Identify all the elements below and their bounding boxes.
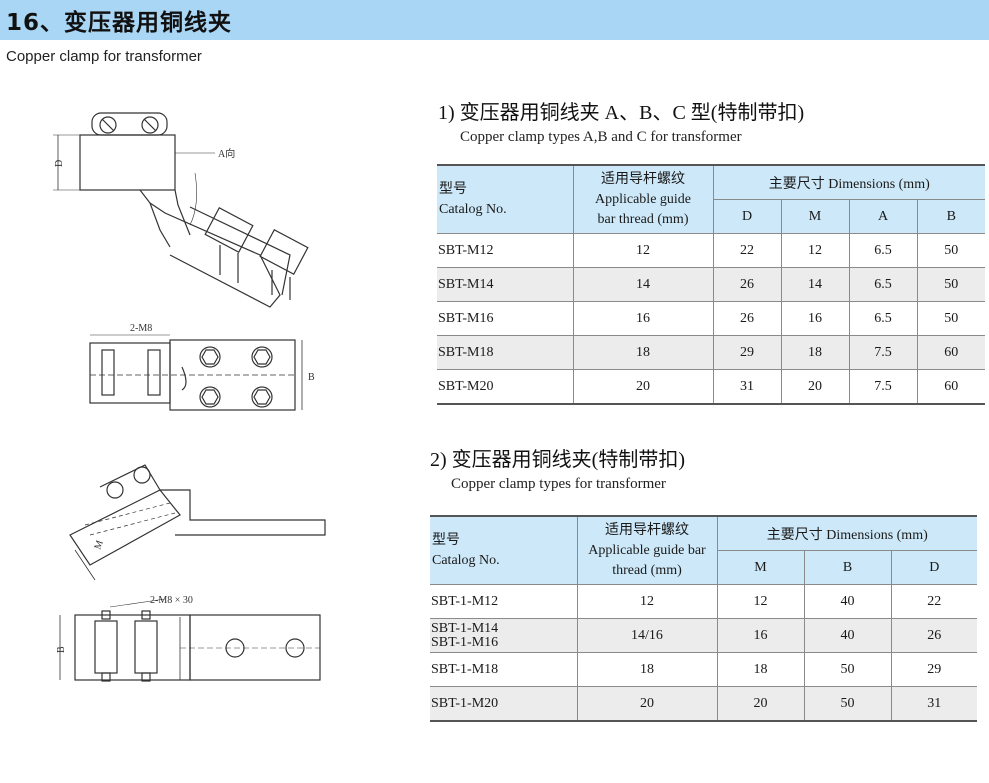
header-dimensions: 主要尺寸 Dimensions (mm) — [713, 164, 985, 200]
dim-label-2m8x30: 2-M8 × 30 — [150, 595, 193, 606]
section2-title: 2) 变压器用铜线夹(特制带扣) — [430, 449, 685, 471]
dim-label-a-dir: A向 — [218, 147, 235, 160]
header-col-m: M — [781, 199, 850, 234]
header-col-b: B — [917, 199, 985, 234]
header-catalog: 型号 Catalog No. — [437, 164, 574, 234]
header-thread: 适用导杆螺纹 Applicable guide bar thread (mm) — [573, 164, 714, 234]
section1-table: 型号 Catalog No. 适用导杆螺纹 Applicable guide b… — [437, 164, 985, 405]
header-col-b: B — [804, 550, 892, 585]
dim-label-b-bottom: B — [56, 646, 67, 653]
page-title: 16、变压器用铜线夹 — [6, 10, 233, 36]
section1-title: 1) 变压器用铜线夹 A、B、C 型(特制带扣) — [438, 102, 805, 124]
section2-table: 型号 Catalog No. 适用导杆螺纹 Applicable guide b… — [430, 515, 977, 722]
header-bar: 16、变压器用铜线夹 — [0, 0, 989, 40]
clamp-drawing: D A向 2-M8 B M 2-M8 × 30 B — [53, 112, 326, 682]
header-col-a: A — [849, 199, 918, 234]
page-subtitle: Copper clamp for transformer — [6, 48, 202, 65]
header-col-d: D — [713, 199, 782, 234]
dim-label-2m8: 2-M8 — [130, 323, 152, 334]
header-col-d: D — [891, 550, 977, 585]
section1-subtitle: Copper clamp types A,B and C for transfo… — [460, 129, 742, 145]
technical-drawings: D A向 2-M8 B M 2-M8 × 30 B — [50, 95, 350, 695]
dim-label-m: M — [92, 539, 105, 551]
drawing1-body — [79, 134, 176, 191]
dim-label-d: D — [54, 160, 65, 167]
header-thread: 适用导杆螺纹 Applicable guide bar thread (mm) — [577, 515, 718, 585]
header-catalog: 型号 Catalog No. — [430, 515, 578, 585]
header-col-m: M — [717, 550, 805, 585]
catalog-cell-combined: SBT-1-M14 SBT-1-M16 — [430, 618, 578, 653]
section2-subtitle: Copper clamp types for transformer — [451, 476, 666, 492]
dim-label-b: B — [308, 372, 315, 383]
header-dimensions: 主要尺寸 Dimensions (mm) — [717, 515, 977, 551]
